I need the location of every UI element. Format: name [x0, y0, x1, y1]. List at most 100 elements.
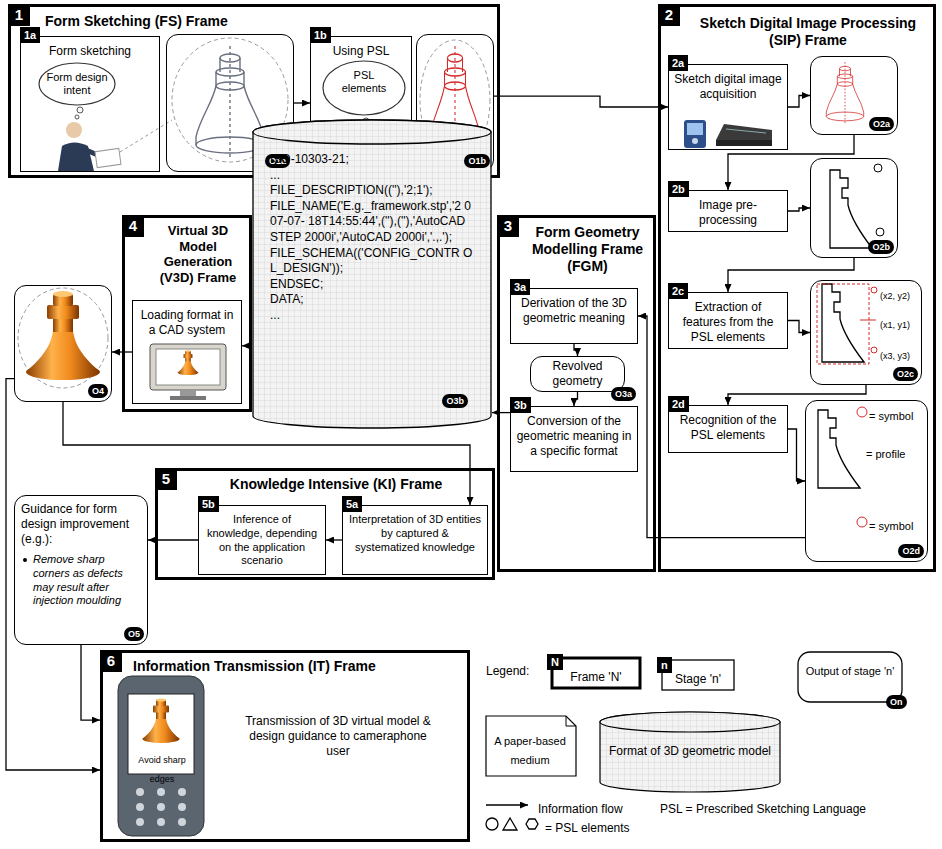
annotation-label: (x3, y3)	[880, 351, 910, 361]
annotation-label: = symbol	[869, 410, 913, 422]
stage-box: 1aForm sketchingForm design intent	[20, 36, 160, 172]
label-box: Legend:	[486, 660, 529, 679]
stage-box: Loading format in a CAD system	[132, 300, 242, 404]
feature-point	[871, 287, 877, 293]
frame-title: Sketch Digital Image Processing (SIP) Fr…	[661, 7, 933, 49]
label-box: (x2, y2)	[880, 284, 910, 303]
thought-cloud: Form design intent	[38, 62, 116, 106]
legend-text: A paper-based medium	[494, 735, 566, 766]
frame-box: 6Information Transmission (IT) FrameTran…	[100, 650, 470, 842]
profile-outline	[818, 410, 860, 488]
legend-item: = PSL elements	[545, 817, 630, 836]
stage-number: 5b	[198, 496, 219, 512]
flow-arrow	[788, 321, 810, 333]
cad-monitor	[150, 344, 226, 400]
flow-arrow	[728, 135, 854, 190]
stage-label: Conversion of the geometric meaning in a…	[511, 407, 637, 462]
label-box: (x3, y3)	[880, 344, 910, 363]
frame-number: 2	[658, 4, 680, 26]
feature-point	[871, 347, 877, 353]
frame-box: 3Form Geometry Modelling Frame (FGM)3aDe…	[497, 215, 656, 572]
legend-text: Output of stage 'n'	[806, 665, 895, 677]
flow-arrow	[638, 316, 805, 538]
bullet-text: Remove sharp corners as defects may resu…	[33, 553, 123, 606]
legend-item: Information flow	[538, 798, 623, 817]
frame-title: Form Sketching (FS) Frame	[11, 7, 497, 30]
step-code-line: FILE_DESCRIPTION((''),'2;1');	[252, 183, 492, 199]
step-code-line: ISO-10303-21;	[252, 152, 492, 168]
legend-text: Information flow	[538, 802, 623, 816]
cylinder-top	[253, 120, 491, 144]
cameraphone	[118, 676, 204, 836]
step-code-line: ...	[252, 308, 492, 324]
feature-point	[860, 320, 876, 321]
annotation-label: = symbol	[869, 520, 913, 532]
flow-arrow	[728, 385, 866, 405]
step-file-cylinder: ISO-10303-21;...FILE_DESCRIPTION((''),'2…	[252, 118, 492, 430]
cloud-shape	[39, 63, 115, 105]
symbol-circle	[874, 164, 882, 172]
legend-text: Format of 3D geometric model	[609, 744, 771, 758]
step-code-line: FILE_NAME('E.g._framework.stp','2 007-07…	[252, 199, 492, 246]
stage-number: 1a	[20, 27, 40, 43]
annotation-label: PSL = Prescribed Sketching Language	[660, 802, 866, 816]
thought-text: PSL elements	[322, 60, 406, 95]
stage-box: 5aInterpretation of 3D entities by captu…	[342, 505, 488, 575]
scanned-sketch	[826, 62, 863, 125]
label-box: On	[886, 690, 907, 709]
stage-number: 2c	[668, 283, 688, 299]
flow-arrow	[574, 344, 578, 356]
frame-box: 2Sketch Digital Image Processing (SIP) F…	[658, 4, 936, 572]
flow-arrow	[788, 429, 805, 481]
flow-arrow	[574, 392, 578, 406]
stage-label: Interpretation of 3D entities by capture…	[343, 506, 487, 557]
stage-box: 3aDerivation of the 3D geometric meaning	[510, 288, 638, 344]
label-box: n	[657, 654, 672, 673]
frame-title: Information Transmission (IT) Frame	[103, 653, 467, 675]
annotation-label: Avoid sharp edges	[138, 755, 185, 784]
legend-item: Frame 'N'	[552, 666, 640, 685]
legend-item: Format of 3D geometric model	[605, 740, 775, 759]
annotation-label: (x2, y2)	[880, 291, 910, 301]
stage-number: 1b	[310, 27, 331, 43]
profile-outline	[830, 170, 872, 248]
flow-arrow	[494, 96, 668, 107]
bullet-dot	[23, 558, 27, 562]
legend-text: Stage 'n'	[675, 672, 721, 686]
output-box: Revolved geometryO3a	[530, 356, 625, 392]
frame-number: 4	[122, 215, 144, 237]
bullet-item: Remove sharp corners as defects may resu…	[15, 549, 147, 608]
flow-arrow	[294, 102, 310, 103]
step-code-line: DATA;	[252, 292, 492, 308]
legend-text: = PSL elements	[545, 821, 630, 835]
output-number: O2b	[868, 240, 894, 254]
flow-arrow	[788, 96, 810, 108]
stage-box: 5bInference of knowledge, depending on t…	[198, 505, 326, 575]
stage-box: 2dRecognition of the PSL elements	[668, 405, 788, 453]
output-box: O2a	[810, 56, 898, 135]
stage-number: 5a	[342, 496, 362, 512]
label-box: PSL = Prescribed Sketching Language	[660, 798, 866, 817]
stage-label: Loading format in a CAD system	[133, 301, 241, 341]
frame-box: 5Knowledge Intensive (KI) Frame5bInferen…	[155, 468, 495, 580]
symbol-circle	[857, 517, 867, 527]
frame-title: Virtual 3D Model Generation (V3D) Frame	[125, 218, 249, 285]
flow-arrow	[492, 412, 510, 413]
label-box: = symbol	[869, 515, 913, 534]
label-box: = symbol	[869, 405, 913, 424]
stage-box: 2aSketch digital image acquisition	[668, 64, 788, 150]
output-box: Guidance for form design improvement (e.…	[14, 495, 148, 645]
step-code-line: FILE_SCHEMA(('CONFIG_CONTR OL_DESIGN'));	[252, 246, 492, 277]
stage-label: Derivation of the 3D geometric meaning	[511, 289, 637, 329]
stage-box: 2bImage pre-processing	[668, 190, 788, 232]
legend-item: Stage 'n'	[662, 668, 734, 687]
step-code-line: ...	[252, 168, 492, 184]
label-box: = profile	[866, 443, 905, 462]
output-number: O3a	[611, 387, 636, 401]
legend-badge: On	[886, 695, 907, 709]
stage-label: Form sketching	[21, 37, 159, 62]
flow-arrow	[728, 258, 854, 292]
step-code-line: ENDSEC;	[252, 277, 492, 293]
cloud-outline	[38, 62, 116, 106]
